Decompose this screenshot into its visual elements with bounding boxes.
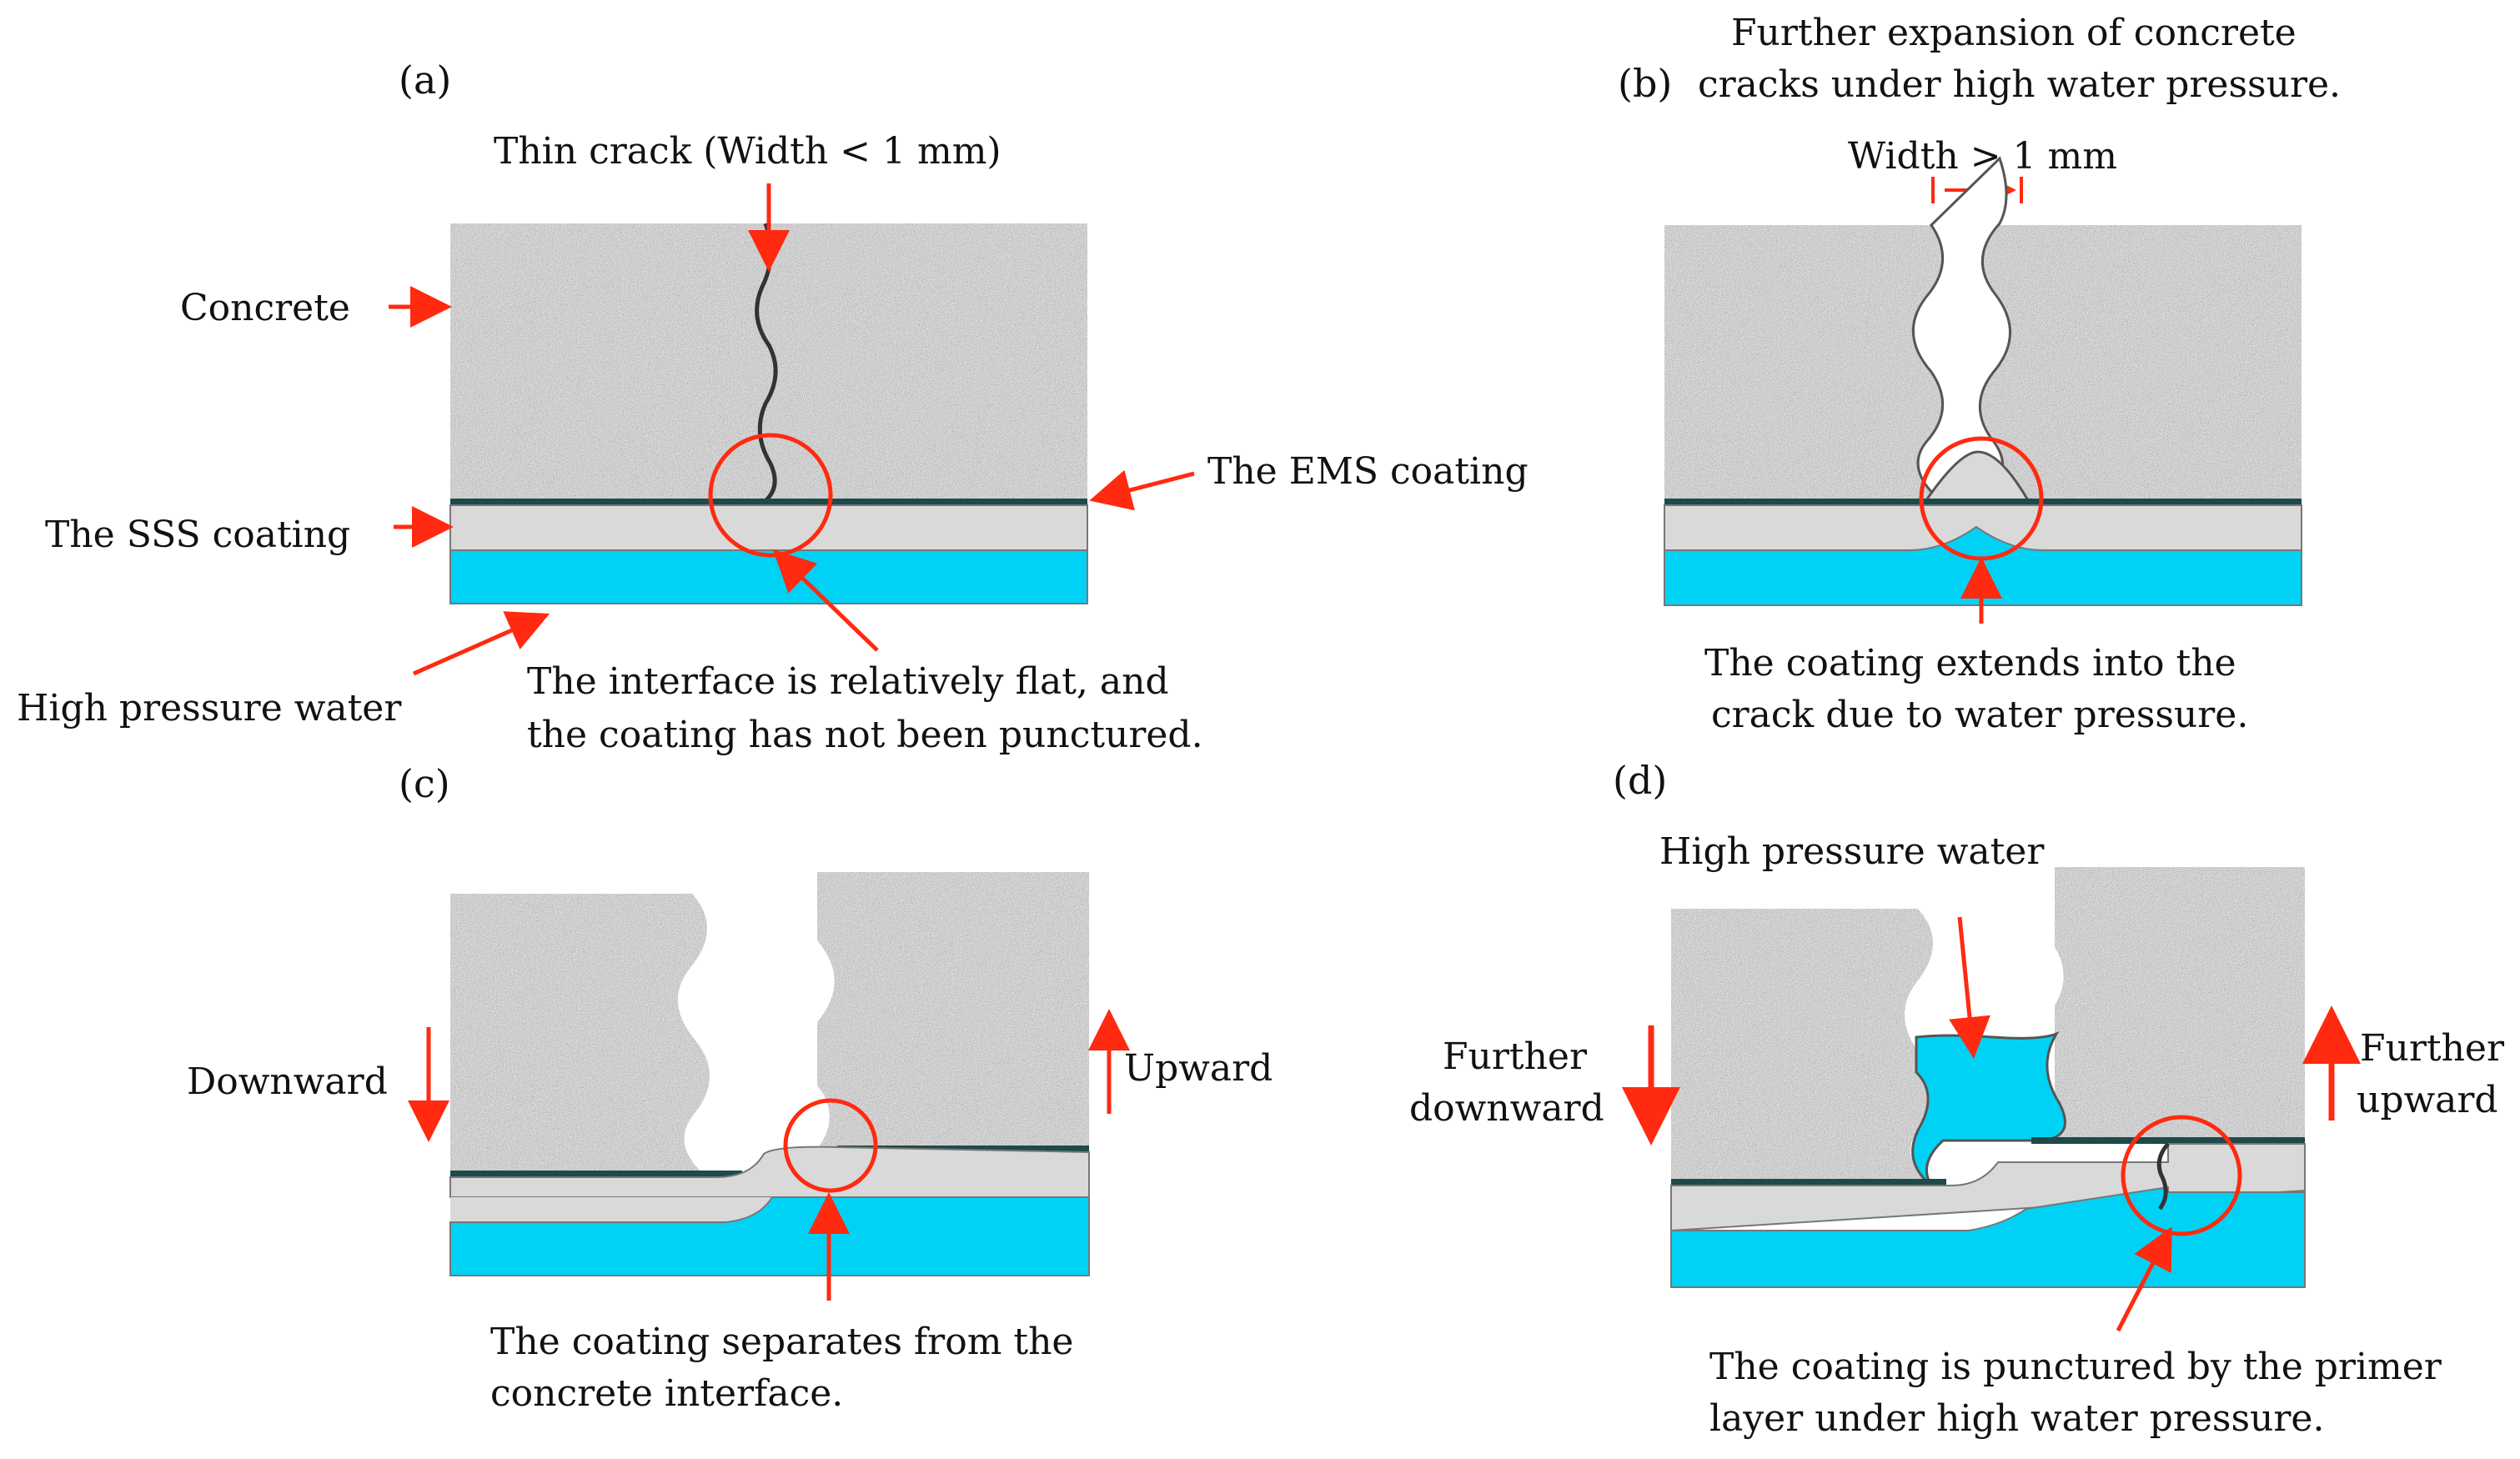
ems-arrow <box>1089 469 1195 511</box>
panel-d-right-concrete <box>2021 867 2305 1141</box>
panel-d-note-line1: The coating is punctured by the primer <box>1709 1346 2442 1388</box>
water-arrow <box>412 611 550 676</box>
width-label: Width > 1 mm <box>1848 135 2117 178</box>
panel-d-ems-right <box>2031 1137 2305 1144</box>
panel-a-highlight-circle <box>708 433 833 558</box>
high-pressure-water-label: High pressure water <box>17 687 402 730</box>
panel-b: (b) Further expansion of concrete cracks… <box>1618 12 2341 736</box>
panel-a-sss-coating <box>449 504 1088 551</box>
panel-d-water-arrow <box>1949 916 1990 1059</box>
panel-c-tag: (c) <box>399 761 450 806</box>
upward-label: Upward <box>1124 1047 1273 1090</box>
further-downward-line1: Further <box>1443 1035 1588 1078</box>
panel-c-right-crack-edge <box>784 872 835 1149</box>
panel-c: (c) Downward Upward The coating separate… <box>187 761 1273 1415</box>
thin-crack-label: Thin crack (Width < 1 mm) <box>494 130 1001 173</box>
interface-arrow <box>772 549 879 652</box>
concrete-label: Concrete <box>180 287 350 329</box>
panel-d-left-concrete <box>1671 909 1955 1184</box>
downward-label: Downward <box>187 1060 388 1103</box>
puncture-mark <box>2156 1142 2170 1211</box>
panel-d: (d) High pressure water Further downward… <box>1409 758 2505 1440</box>
panel-c-left-crack-edge <box>677 894 734 1176</box>
panel-d-water-in-crack <box>1911 1030 2066 1187</box>
panel-c-sss-coating <box>449 1146 1090 1198</box>
panel-d-sss-coating <box>1670 1143 2306 1232</box>
ems-coating-label: The EMS coating <box>1207 450 1529 493</box>
panel-d-ems-left <box>1671 1179 1946 1186</box>
panel-b-tag: (b) <box>1618 61 1672 106</box>
further-downward-line2: downward <box>1409 1087 1604 1130</box>
panel-c-ems-left <box>450 1171 742 1177</box>
coating-bulge <box>1924 450 2031 502</box>
panel-c-right-concrete <box>817 872 1089 1149</box>
panel-a: (a) Thin crack (Width < 1 mm) Concrete T… <box>17 58 1529 756</box>
panel-a-ems-coating <box>450 499 1087 505</box>
panel-b-title-line1: Further expansion of concrete <box>1731 12 2297 54</box>
panel-a-note-line1: The interface is relatively flat, and <box>527 660 1169 703</box>
further-upward-line1: Further <box>2360 1027 2505 1070</box>
panel-a-note-line2: the coating has not been punctured. <box>527 714 1203 756</box>
panel-b-note-line1: The coating extends into the <box>1704 642 2236 684</box>
panel-d-water-label: High pressure water <box>1659 830 2045 873</box>
panel-d-note-line2: layer under high water pressure. <box>1709 1397 2324 1440</box>
thin-crack <box>755 223 778 505</box>
panel-c-note-line2: concrete interface. <box>490 1372 843 1415</box>
panel-a-water <box>449 549 1088 604</box>
panel-b-title-line2: cracks under high water pressure. <box>1698 63 2341 106</box>
further-upward-line2: upward <box>2357 1079 2498 1121</box>
panel-d-note-arrow <box>2116 1226 2172 1332</box>
sss-coating-label: The SSS coating <box>45 514 350 556</box>
panel-b-note-line2: crack due to water pressure. <box>1711 694 2248 736</box>
panel-c-note-line1: The coating separates from the <box>490 1321 1073 1363</box>
wide-crack <box>1911 156 2011 497</box>
panel-d-highlight-circle <box>2121 1115 2242 1236</box>
panel-b-ems-coating <box>1664 499 2302 505</box>
panel-a-tag: (a) <box>399 58 451 103</box>
panel-c-highlight-circle <box>783 1098 878 1193</box>
panel-d-tag: (d) <box>1613 758 1667 803</box>
panel-c-water <box>449 1196 1090 1276</box>
